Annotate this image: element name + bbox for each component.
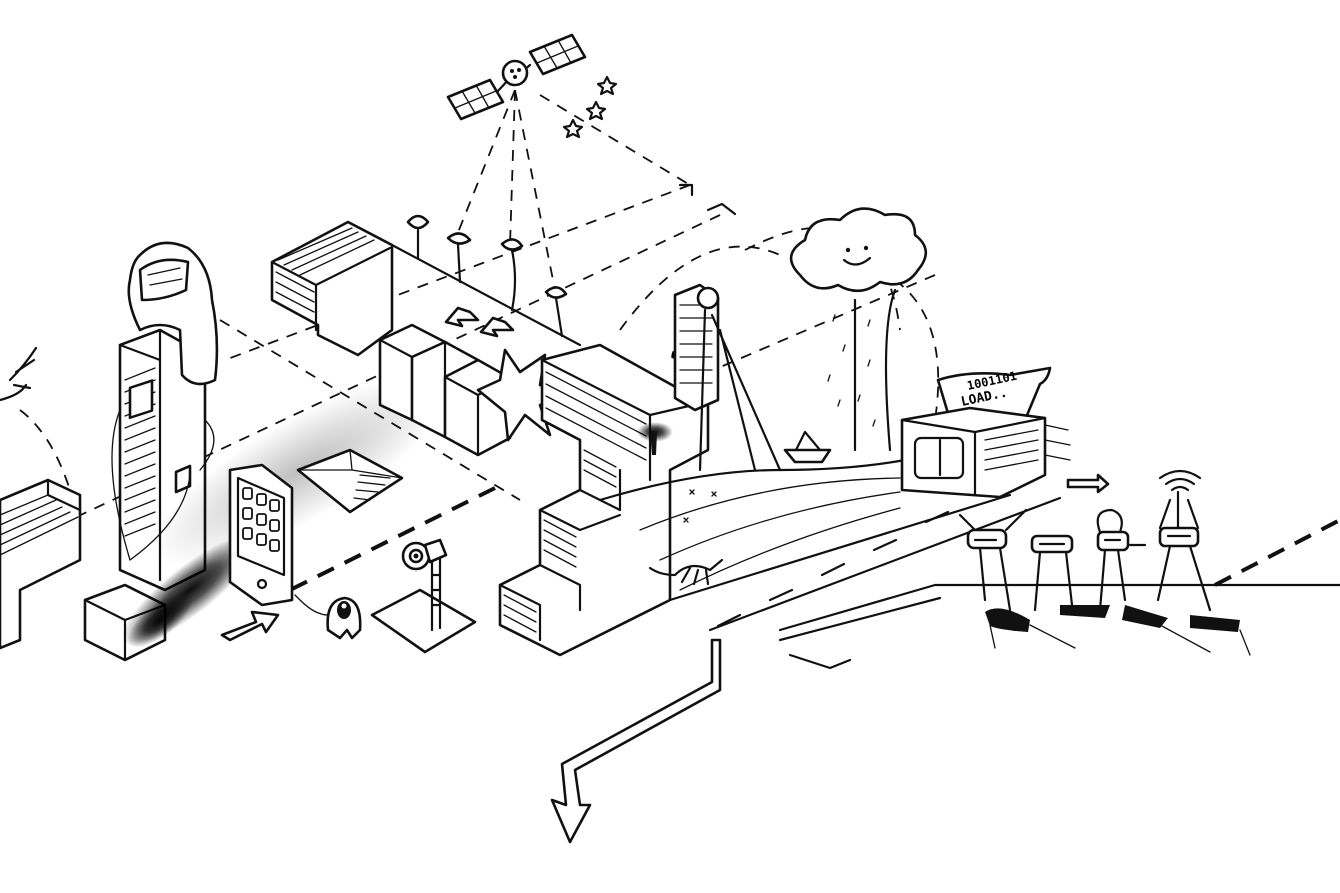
bird-sensors <box>406 214 568 338</box>
arrow-left-icons <box>444 306 515 338</box>
little-monster-character <box>294 594 362 640</box>
pyramid-pit <box>296 448 404 514</box>
arrow-right-icon <box>220 610 280 642</box>
printer-machine: 1001101 LOAD.. RUN... <box>900 366 1071 499</box>
stars-decoration <box>562 75 618 139</box>
mine-headframe-tower: 1/2/8 <box>665 283 782 472</box>
satellite-icon <box>446 33 587 121</box>
paper-boat-icon <box>783 430 832 464</box>
arrow-down-left-icon <box>550 638 722 844</box>
hooded-figure <box>127 241 219 386</box>
river-and-road <box>598 458 1340 670</box>
arrow-right-small-icon <box>1066 473 1110 494</box>
upper-l-block <box>270 220 582 357</box>
webcam-icon <box>370 538 477 654</box>
walking-robots <box>958 469 1251 656</box>
left-edge-block <box>0 478 82 650</box>
mosquito-bug-icon <box>648 489 724 586</box>
smartphone-icon <box>228 463 294 607</box>
smiling-cloud-icon <box>789 207 928 452</box>
staircase-block <box>498 343 710 657</box>
plant-sprout-icon <box>0 346 38 402</box>
